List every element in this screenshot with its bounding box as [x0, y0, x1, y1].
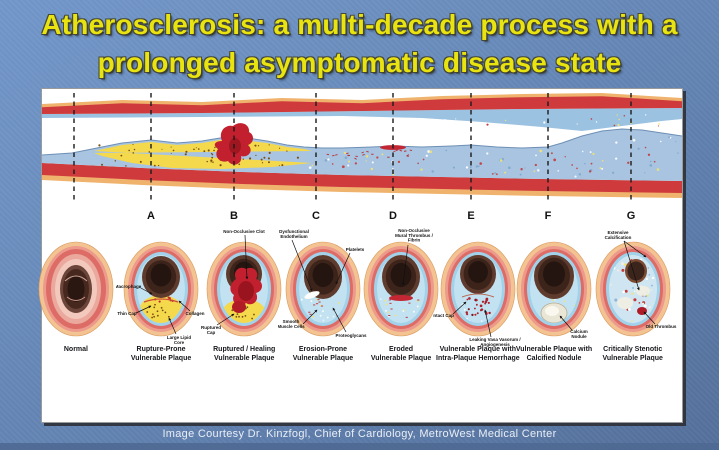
artery-cross-section-illustration [440, 241, 516, 337]
artery-cross-section-illustration [285, 241, 361, 337]
callout-label: Thin Cap [117, 311, 136, 316]
callout-label: Intact Cap [433, 313, 454, 318]
callout-label: Non-Occlusive Clot [223, 229, 265, 234]
artery-cross-section-illustration [206, 241, 282, 337]
callout-label: Macrophage [116, 284, 142, 289]
bottom-accent-band [0, 443, 719, 450]
section-label: Erosion-Prone Vulnerable Plaque [292, 346, 354, 363]
section-label: Normal [63, 346, 88, 353]
section-letter-F: F [545, 210, 552, 222]
longitudinal-artery-diagram: A B C D E F G [42, 93, 682, 222]
section-label: Critically Stenotic Vulnerable Plaque [602, 346, 663, 363]
image-credit-caption: Image Courtesy Dr. Kinzfogl, Chief of Ca… [162, 428, 557, 440]
cross-section-normal: Normal [31, 227, 121, 379]
callout-label: Platelets [346, 247, 365, 252]
section-letter-G: G [627, 210, 636, 222]
title-line-2: prolonged asymptomatic disease state [97, 47, 622, 78]
callout-label: Old Thrombus [645, 324, 676, 329]
slide-title: Atherosclerosis: a multi-decade process … [0, 6, 719, 82]
section-label: Eroded Vulnerable Plaque [370, 346, 432, 363]
section-letter-D: D [389, 210, 397, 222]
title-line-1: Atherosclerosis: a multi-decade process … [41, 9, 678, 40]
section-letter-B: B [230, 210, 238, 222]
section-label: Vulnerable Plaque with Calcified Nodule [515, 346, 593, 363]
section-label: Ruptured / Healing Vulnerable Plaque [213, 346, 276, 363]
artery-cross-section-illustration [363, 241, 439, 337]
section-label: Rupture-Prone Vulnerable Plaque [130, 346, 192, 363]
callout-label: Proteoglycans [335, 333, 367, 338]
section-letter-E: E [467, 210, 474, 222]
artery-cross-section-illustration [38, 241, 114, 337]
section-letter-C: C [312, 210, 320, 222]
artery-cross-section-illustration [123, 241, 199, 337]
section-label: Vulnerable Plaque with Intra-Plaque Hemo… [436, 346, 520, 363]
callout-label: Collagen [186, 311, 205, 316]
callout-label: Leaking Vasa Vasorum /Angiogenesis [469, 337, 521, 347]
section-letter-A: A [147, 210, 155, 222]
artery-cross-section-illustration [516, 241, 592, 337]
artery-cross-section-illustration [595, 241, 671, 337]
